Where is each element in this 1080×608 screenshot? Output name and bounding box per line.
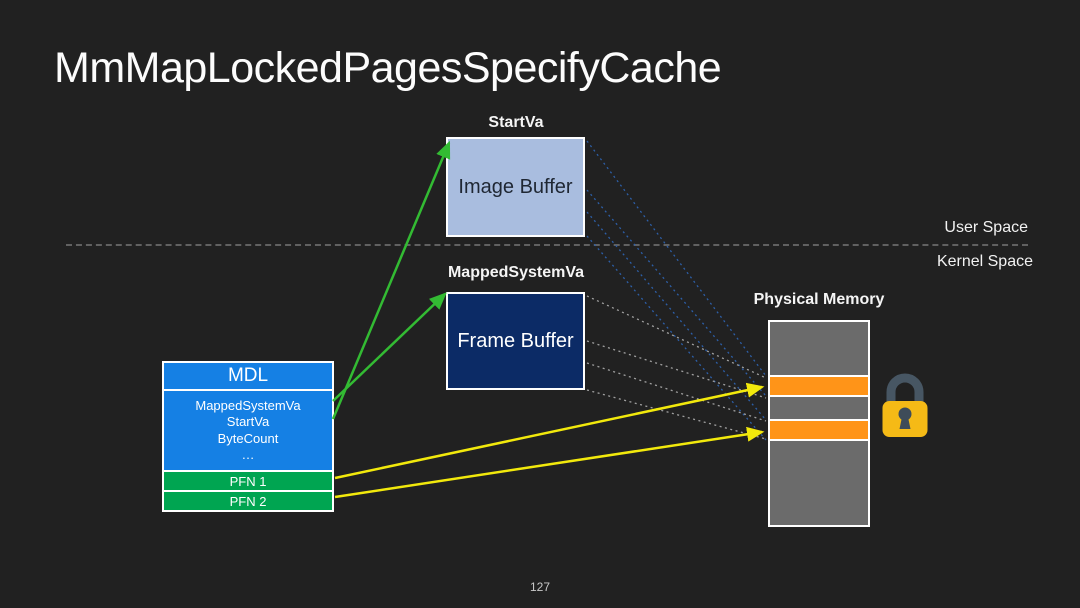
gray-dotted-line [586,389,767,440]
frame-buffer-label: Frame Buffer [457,329,574,352]
pfn-entry-1: PFN 1 [164,472,332,490]
mdl-header: MDL [164,363,332,389]
memory-segment-free [770,322,868,375]
kernel-space-label: Kernel Space [936,253,1033,270]
memory-segment-free [770,441,868,525]
slide-title: MmMapLockedPagesSpecifyCache [54,44,722,92]
mapped-system-va-label: MappedSystemVa [447,264,585,281]
user-space-label: User Space [944,219,1028,236]
green-arrow-to-frame-buffer [332,292,447,402]
mdl-field: MappedSystemVa [195,397,301,413]
pfn-entry-2: PFN 2 [164,492,332,510]
memory-segment-locked-page-2 [770,421,868,439]
image-buffer-box: Image Buffer [446,137,585,237]
gray-dotted-line [586,340,767,399]
yellow-arrow-pfn1 [334,382,765,480]
memory-segment-free [770,397,868,419]
mdl-box: MDL MappedSystemVa StartVa ByteCount … P… [162,361,334,512]
startva-label: StartVa [488,114,544,131]
page-number: 127 [529,580,551,594]
user-kernel-divider [66,244,1028,246]
mdl-body: MappedSystemVa StartVa ByteCount … [164,391,332,470]
mdl-field: StartVa [226,414,270,429]
blue-dotted-line [586,235,767,441]
gray-dotted-line [586,362,767,422]
yellow-arrow-pfn2 [334,426,765,499]
image-buffer-label: Image Buffer [458,175,573,198]
lock-icon [882,373,928,437]
physical-memory-label: Physical Memory [753,291,885,308]
mdl-field-ellipsis: … [241,447,255,462]
frame-buffer-box: Frame Buffer [446,292,585,390]
blue-dotted-line [586,189,767,397]
green-arrow-to-image-buffer [331,140,451,420]
blue-dotted-line [586,140,767,377]
memory-segment-locked-page-1 [770,377,868,395]
physical-memory-column [768,320,870,527]
gray-dotted-line [586,295,767,379]
mdl-field: ByteCount [217,430,279,446]
